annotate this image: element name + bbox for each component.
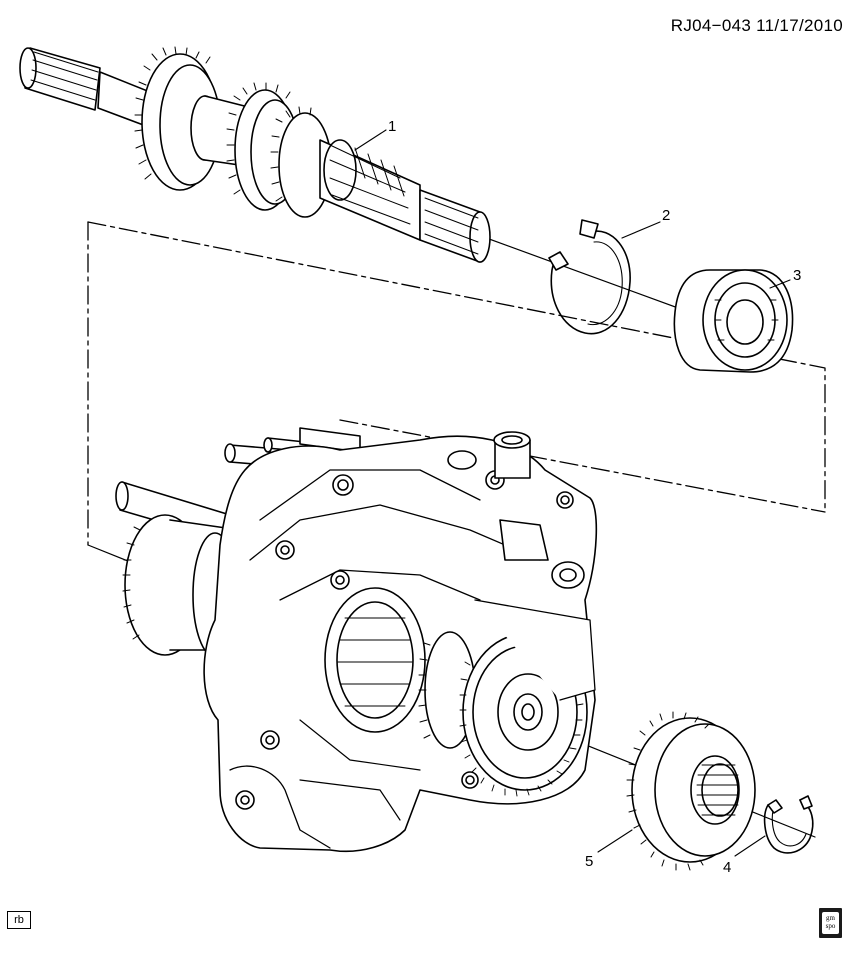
retaining-ring — [763, 795, 814, 854]
callout-2: 2 — [662, 207, 670, 224]
reference-code: RJ04−043 11/17/2010 — [670, 16, 843, 35]
corner-badge: rb — [7, 911, 31, 929]
callout-4: 4 — [723, 859, 731, 876]
logo-line-2: spo — [825, 922, 836, 930]
callout-5: 5 — [585, 853, 593, 870]
gm-spo-logo-icon: gm spo — [819, 908, 842, 938]
callout-leaders — [354, 129, 791, 857]
ball-bearing — [673, 269, 794, 373]
callout-1: 1 — [388, 118, 396, 135]
callout-3: 3 — [793, 267, 801, 284]
phantom-guide-lines — [87, 221, 826, 546]
transmission-case-assembly — [115, 427, 598, 853]
input-shaft — [19, 46, 491, 263]
logo-line-1: gm — [826, 914, 835, 922]
snap-ring — [548, 219, 631, 335]
output-gear — [626, 711, 756, 871]
